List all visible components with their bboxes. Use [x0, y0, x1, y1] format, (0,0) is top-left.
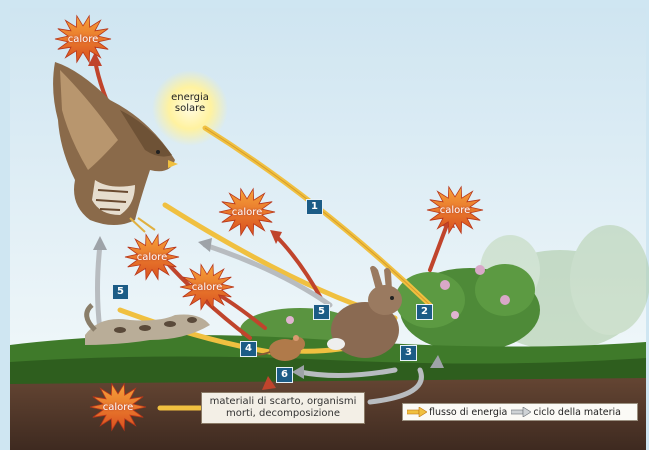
sun-label-line2: solare: [162, 103, 218, 114]
decomposition-box: materiali di scarto, organismi morti, de…: [201, 392, 365, 424]
heat-label: calore: [58, 34, 108, 45]
energy-arrow-icon: [407, 407, 427, 417]
step-badge: 4: [240, 341, 257, 357]
heat-label: calore: [182, 282, 232, 293]
step-badge: 2: [416, 304, 433, 320]
legend-energy-label: flusso di energia: [429, 407, 507, 418]
legend: flusso di energia ciclo della materia: [402, 403, 638, 421]
sun-label: energia solare: [162, 92, 218, 114]
legend-matter-label: ciclo della materia: [533, 407, 621, 418]
step-badge: 6: [276, 367, 293, 383]
heat-label: calore: [222, 207, 272, 218]
step-badge: 3: [400, 345, 417, 361]
step-badge: 5: [112, 284, 129, 300]
sun-label-line1: energia: [162, 92, 218, 103]
step-badge: 1: [306, 199, 323, 215]
heat-label: calore: [93, 402, 143, 413]
matter-arrow-icon: [511, 407, 531, 417]
heat-label: calore: [430, 205, 480, 216]
decomposition-text-line2: morti, decomposizione: [202, 408, 364, 420]
step-badge: 5: [313, 304, 330, 320]
decomposition-text-line1: materiali di scarto, organismi: [202, 396, 364, 408]
heat-label: calore: [127, 252, 177, 263]
